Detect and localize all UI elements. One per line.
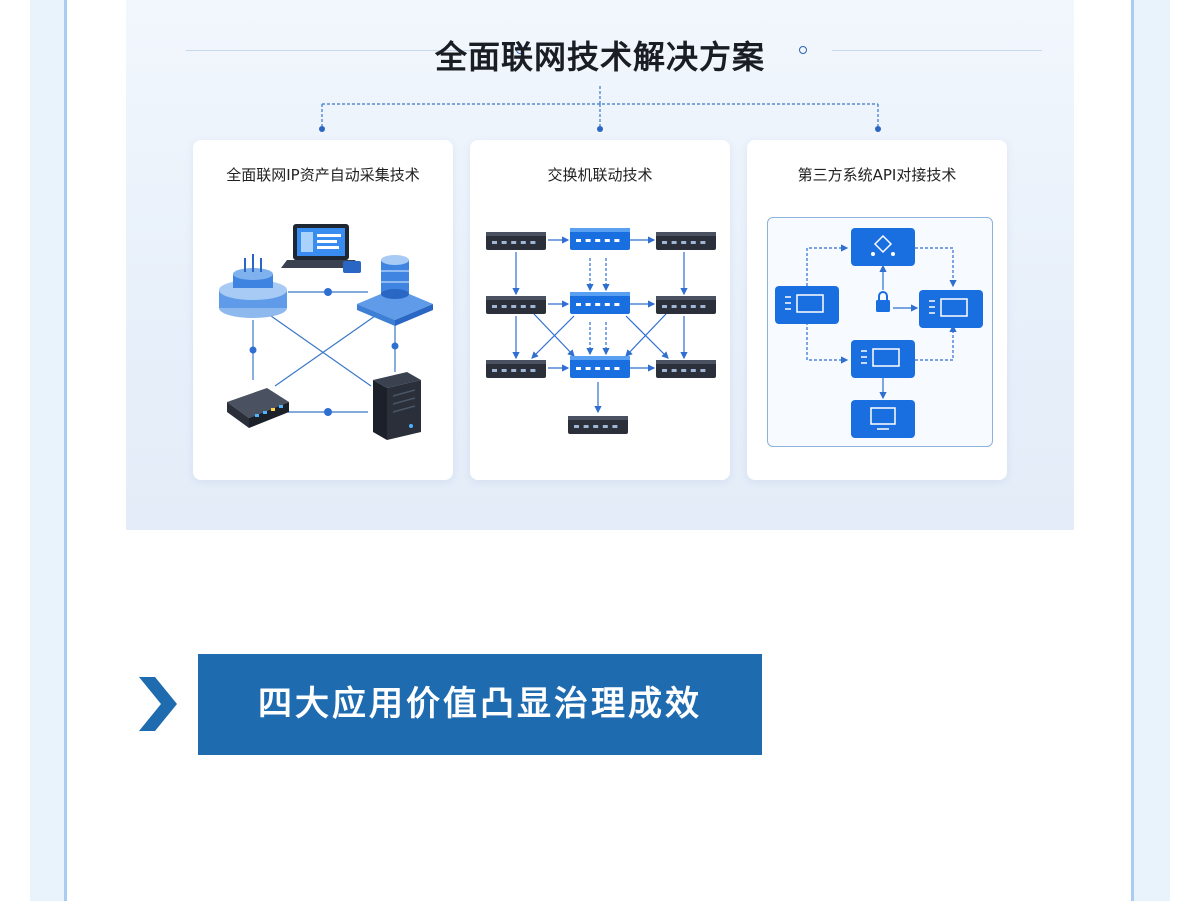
switch-icon [656,360,716,378]
lock-icon [876,291,890,312]
panel-title: 全面联网IP资产自动采集技术 [226,166,420,184]
monitor-icon [851,340,915,378]
panel-title: 第三方系统API对接技术 [797,166,957,184]
router-icon [227,388,289,428]
monitor-icon [775,286,839,324]
database-icon [219,254,287,318]
switch-icon [656,296,716,314]
title-circle-right [799,46,807,54]
section-header: 四大应用价值凸显治理成效 [198,654,762,755]
solution-banner: 全面联网技术解决方案 全面联网IP资产自动采集技术 [126,0,1074,530]
title-divider-right [832,50,1042,51]
server-icon [373,372,421,440]
switch-icon [486,296,546,314]
switch-icon [486,360,546,378]
switch-icon [486,232,546,250]
banner-title: 全面联网技术解决方案 [434,38,765,76]
storage-icon [357,255,433,326]
switch-icon [570,292,630,314]
panel-ip-collection: 全面联网IP资产自动采集技术 [193,140,453,480]
ip-collection-diagram [219,224,433,440]
flow-icon [851,228,915,266]
panel-title: 交换机联动技术 [547,166,653,184]
link-icon [249,288,399,416]
laptop-icon [281,224,361,273]
api-integration-diagram [775,228,983,438]
chevron-right-icon [139,677,177,731]
switch-linkage-diagram [486,228,716,434]
monitor-icon [919,290,983,328]
section-title: 四大应用价值凸显治理成效 [258,684,702,724]
switch-icon [570,356,630,378]
switch-icon [656,232,716,250]
panel-api-integration: 第三方系统API对接技术 [747,140,1007,480]
title-circle-left [516,46,524,54]
display-icon [851,400,915,438]
title-divider-left [186,50,496,51]
switch-icon [568,416,628,434]
title-connector [319,86,881,132]
switch-icon [570,228,630,250]
panel-switch-linkage: 交换机联动技术 [470,140,730,480]
